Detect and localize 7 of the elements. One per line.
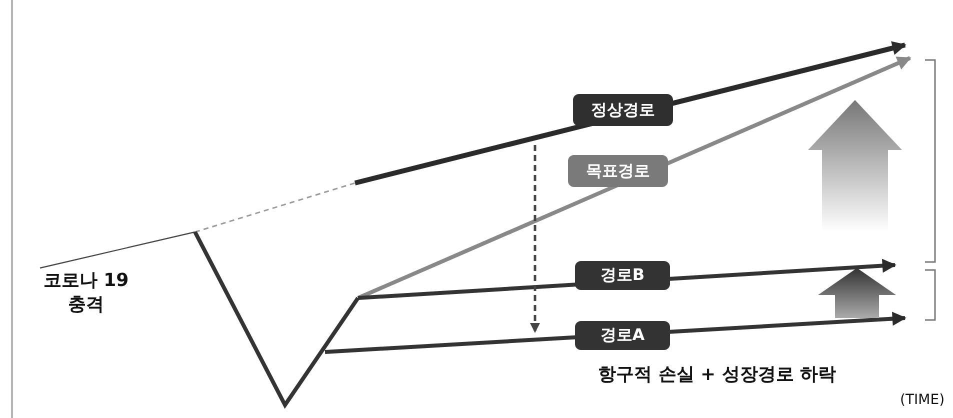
path-label-box: 정상경로 (573, 94, 673, 126)
path-label-box: 경로A (575, 321, 670, 350)
path-label-box: 목표경로 (568, 155, 668, 187)
time-label: (TIME) (900, 392, 945, 408)
loss-label: 항구적 손실 + 성장경로 하락 (598, 363, 836, 386)
path-label-box: 경로B (575, 261, 670, 290)
shock-label: 코로나 19 충격 (42, 269, 130, 316)
